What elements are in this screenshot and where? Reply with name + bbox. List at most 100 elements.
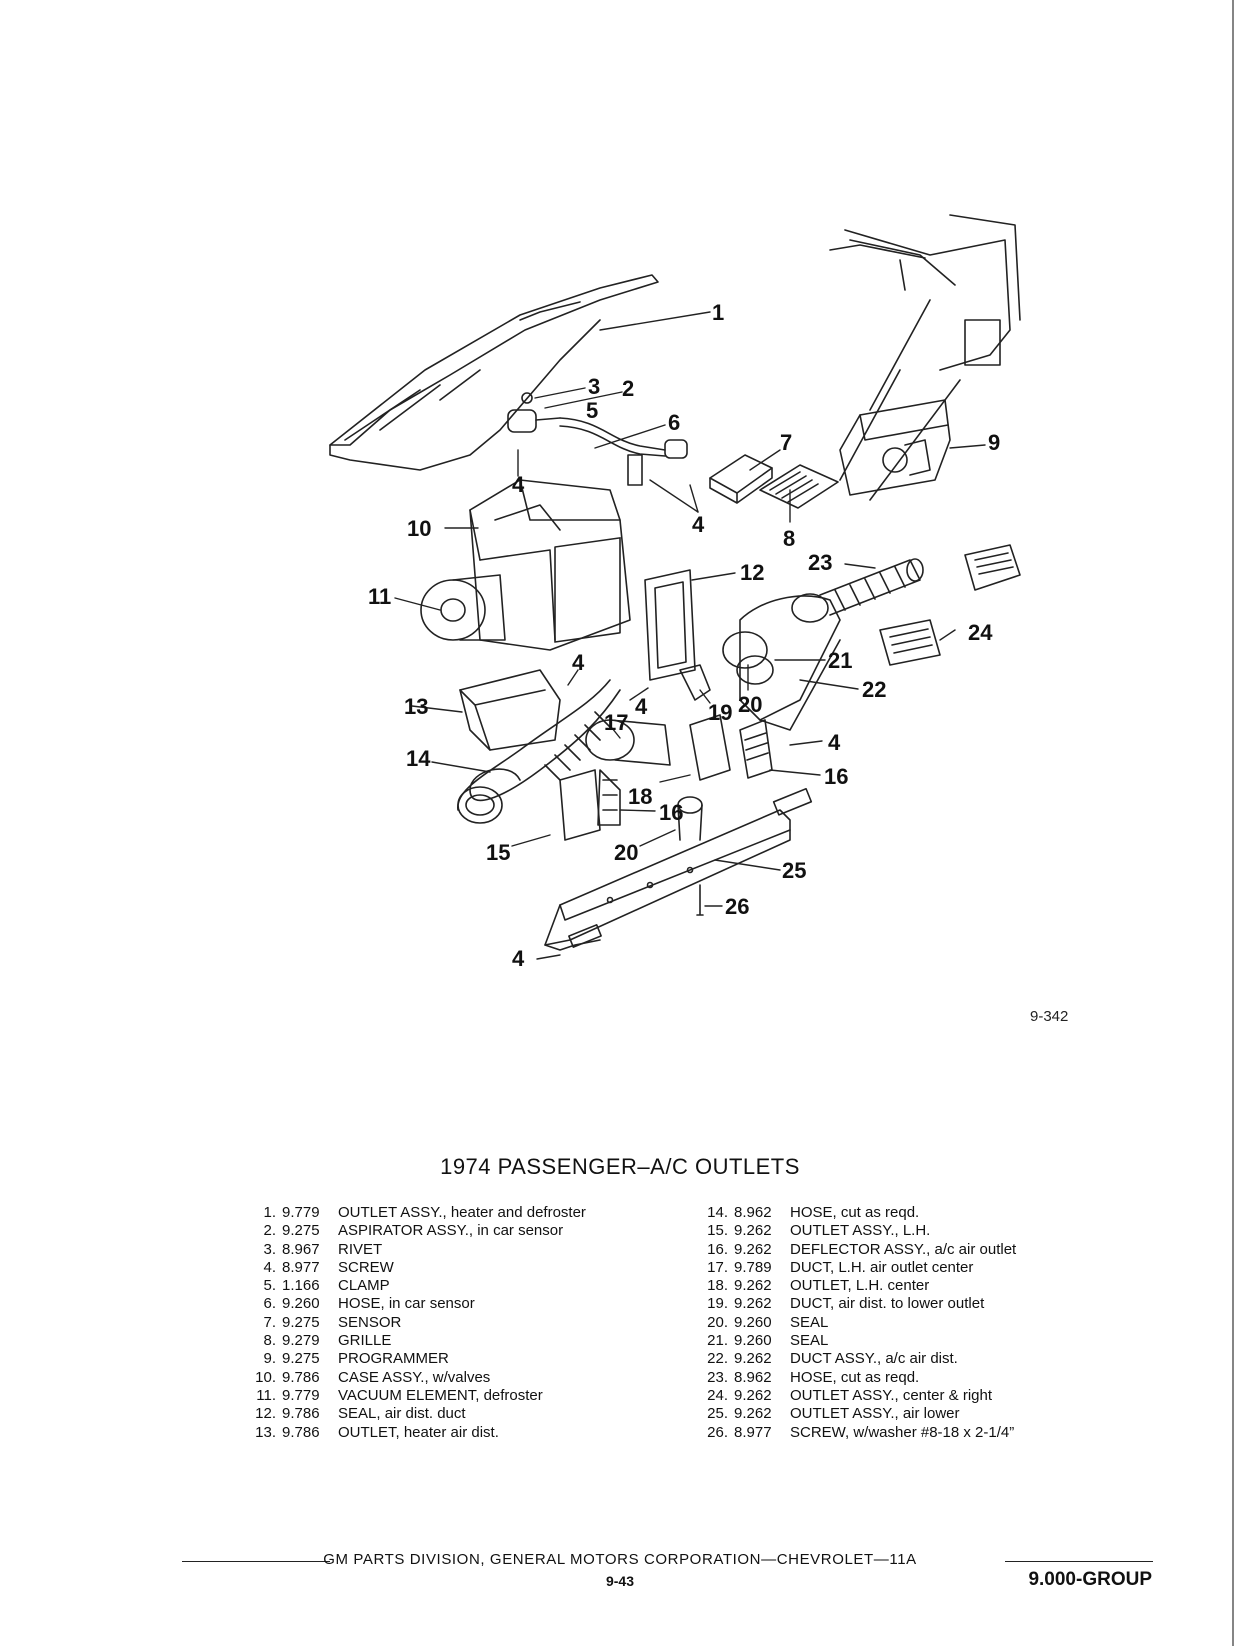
callout-label: 17 <box>604 710 628 735</box>
part-code: 9.279 <box>282 1332 320 1350</box>
callout-label: 4 <box>692 512 705 537</box>
part-code: 9.262 <box>734 1222 772 1240</box>
part-number: 20. <box>707 1313 728 1331</box>
callout-label: 12 <box>740 560 764 585</box>
callout-label: 15 <box>486 840 510 865</box>
part-description: RIVET <box>338 1240 383 1258</box>
part-number: 2. <box>263 1222 276 1240</box>
part-number: 9. <box>263 1350 276 1368</box>
page-number: 9-43 <box>605 1573 635 1589</box>
callout-label: 11 <box>368 584 391 609</box>
parts-row: 17. 9.789 DUCT, L.H. air outlet center <box>690 1259 1090 1277</box>
center-right-outlet-part <box>879 544 1021 666</box>
part-code: 9.275 <box>282 1222 320 1240</box>
part-description: SCREW <box>338 1258 394 1276</box>
part-description: ASPIRATOR ASSY., in car sensor <box>338 1222 564 1240</box>
part-description: OUTLET ASSY., center & right <box>790 1386 993 1404</box>
part-number: 10. <box>255 1368 276 1386</box>
callout-label: 6 <box>668 410 680 435</box>
part-number: 23. <box>707 1368 728 1386</box>
aspirator-assembly-part <box>507 392 688 486</box>
callout-label: 16 <box>659 800 683 825</box>
part-description: OUTLET ASSY., L.H. <box>790 1222 931 1240</box>
callout-label: 3 <box>588 374 600 399</box>
center-outlets-part <box>559 664 773 841</box>
callout-label: 21 <box>828 648 852 673</box>
part-description: SEAL <box>790 1313 829 1331</box>
parts-row: 22. 9.262 DUCT ASSY., a/c air dist. <box>690 1350 1090 1368</box>
page-edge <box>1232 0 1234 1646</box>
part-code: 9.262 <box>734 1405 772 1423</box>
callout-label: 26 <box>725 894 749 919</box>
callout-label: 4 <box>828 730 841 755</box>
part-description: VACUUM ELEMENT, defroster <box>338 1386 543 1404</box>
part-code: 9.789 <box>734 1258 772 1276</box>
callout-label: 9 <box>988 430 1000 455</box>
parts-row: 4. 8.977 SCREW <box>238 1259 668 1277</box>
part-code: 9.262 <box>734 1350 772 1368</box>
part-description: DUCT ASSY., a/c air dist. <box>790 1350 958 1368</box>
part-code: 9.275 <box>282 1313 320 1331</box>
callout-label: 1 <box>712 300 724 325</box>
footer-publisher: GM PARTS DIVISION, GENERAL MOTORS CORPOR… <box>323 1551 917 1568</box>
group-label: 9.000-GROUP <box>1028 1569 1152 1590</box>
callout-label: 18 <box>628 784 652 809</box>
part-description: HOSE, cut as reqd. <box>790 1204 920 1221</box>
part-number: 22. <box>707 1350 728 1368</box>
part-description: GRILLE <box>338 1332 392 1350</box>
part-description: OUTLET, heater air dist. <box>338 1423 499 1441</box>
page-title: 1974 PASSENGER–A/C OUTLETS <box>440 1154 800 1179</box>
part-number: 18. <box>707 1277 728 1295</box>
footer-rule-left <box>182 1561 330 1562</box>
part-number: 16. <box>707 1240 728 1258</box>
callout-label: 13 <box>404 694 428 719</box>
part-description: OUTLET, L.H. center <box>790 1277 930 1295</box>
air-distribution-duct-part <box>722 593 841 731</box>
parts-row: 2. 9.275 ASPIRATOR ASSY., in car sensor <box>238 1222 668 1240</box>
part-number: 17. <box>707 1258 728 1276</box>
part-number: 21. <box>707 1332 728 1350</box>
callout-label: 4 <box>512 946 525 971</box>
coil-hose-part <box>457 679 621 824</box>
part-number: 5. <box>263 1277 276 1295</box>
part-number: 4. <box>263 1258 276 1276</box>
part-code: 9.262 <box>734 1240 772 1258</box>
part-code: 9.262 <box>734 1295 772 1313</box>
leader-lines <box>394 311 986 960</box>
seal-part <box>644 569 696 681</box>
defroster-outlet-part <box>329 274 659 471</box>
part-code: 8.977 <box>282 1258 320 1276</box>
part-description: OUTLET ASSY., air lower <box>790 1405 960 1423</box>
callout-label: 10 <box>407 516 431 541</box>
part-description: CASE ASSY., w/valves <box>338 1368 491 1386</box>
vacuum-element-part <box>420 574 506 641</box>
callout-label: 20 <box>614 840 638 865</box>
part-description: CLAMP <box>338 1277 390 1295</box>
part-code: 8.977 <box>734 1423 772 1441</box>
part-number: 1. <box>263 1204 276 1221</box>
callout-label: 4 <box>572 650 585 675</box>
callout-label: 8 <box>783 526 795 551</box>
part-number: 26. <box>707 1423 728 1441</box>
part-number: 12. <box>255 1405 276 1423</box>
part-number: 19. <box>707 1295 728 1313</box>
part-description: OUTLET ASSY., heater and defroster <box>338 1204 586 1221</box>
part-description: DUCT, L.H. air outlet center <box>790 1258 974 1276</box>
